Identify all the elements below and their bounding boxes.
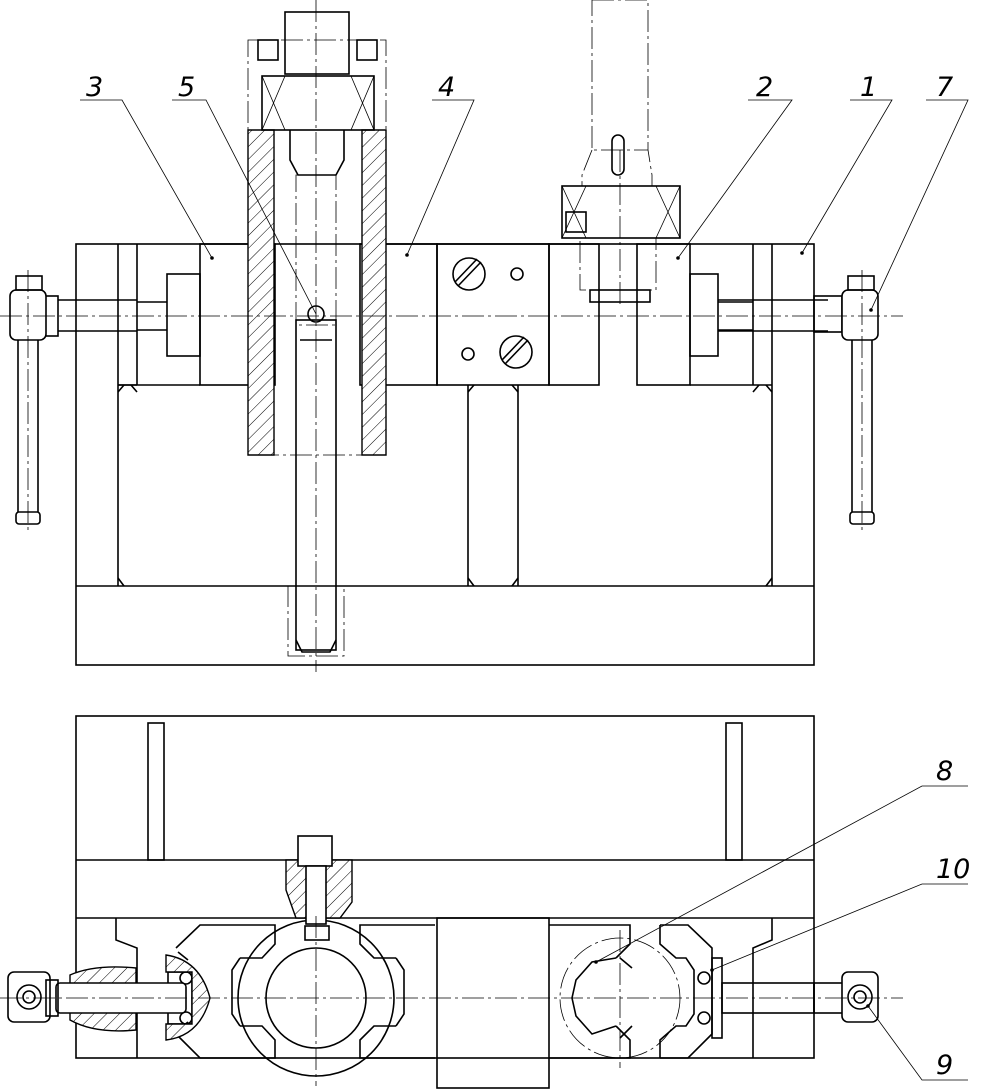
top-callout-labels: 8 10 9	[936, 756, 970, 1081]
center-block	[359, 243, 600, 386]
top-center-block	[436, 917, 550, 1089]
right-clamp-handle	[718, 275, 879, 525]
callout-4: 4	[438, 72, 455, 103]
top-right-handle	[721, 971, 879, 1023]
left-spindle-tool	[247, 11, 387, 657]
right-jaw	[636, 243, 753, 386]
top-leaders	[594, 785, 968, 1081]
callout-7: 7	[936, 72, 953, 103]
top-view: 8 10 9	[0, 715, 970, 1089]
right-prism-jaw	[549, 924, 723, 1059]
callout-1: 1	[860, 72, 877, 103]
callout-8: 8	[936, 756, 953, 787]
front-callout-labels: 3 5 4 2 1 7	[86, 72, 953, 103]
right-spindle-tool	[561, 0, 681, 303]
top-left-handle	[7, 966, 187, 1032]
fixture-body	[75, 243, 815, 666]
callout-2: 2	[756, 72, 773, 103]
callout-3: 3	[86, 72, 103, 103]
callout-9: 9	[936, 1050, 953, 1081]
callout-5: 5	[178, 72, 195, 103]
left-jaw	[137, 243, 276, 386]
front-leaders	[80, 99, 969, 315]
front-view: 3 5 4 2 1 7	[0, 0, 969, 672]
callout-10: 10	[936, 854, 970, 885]
